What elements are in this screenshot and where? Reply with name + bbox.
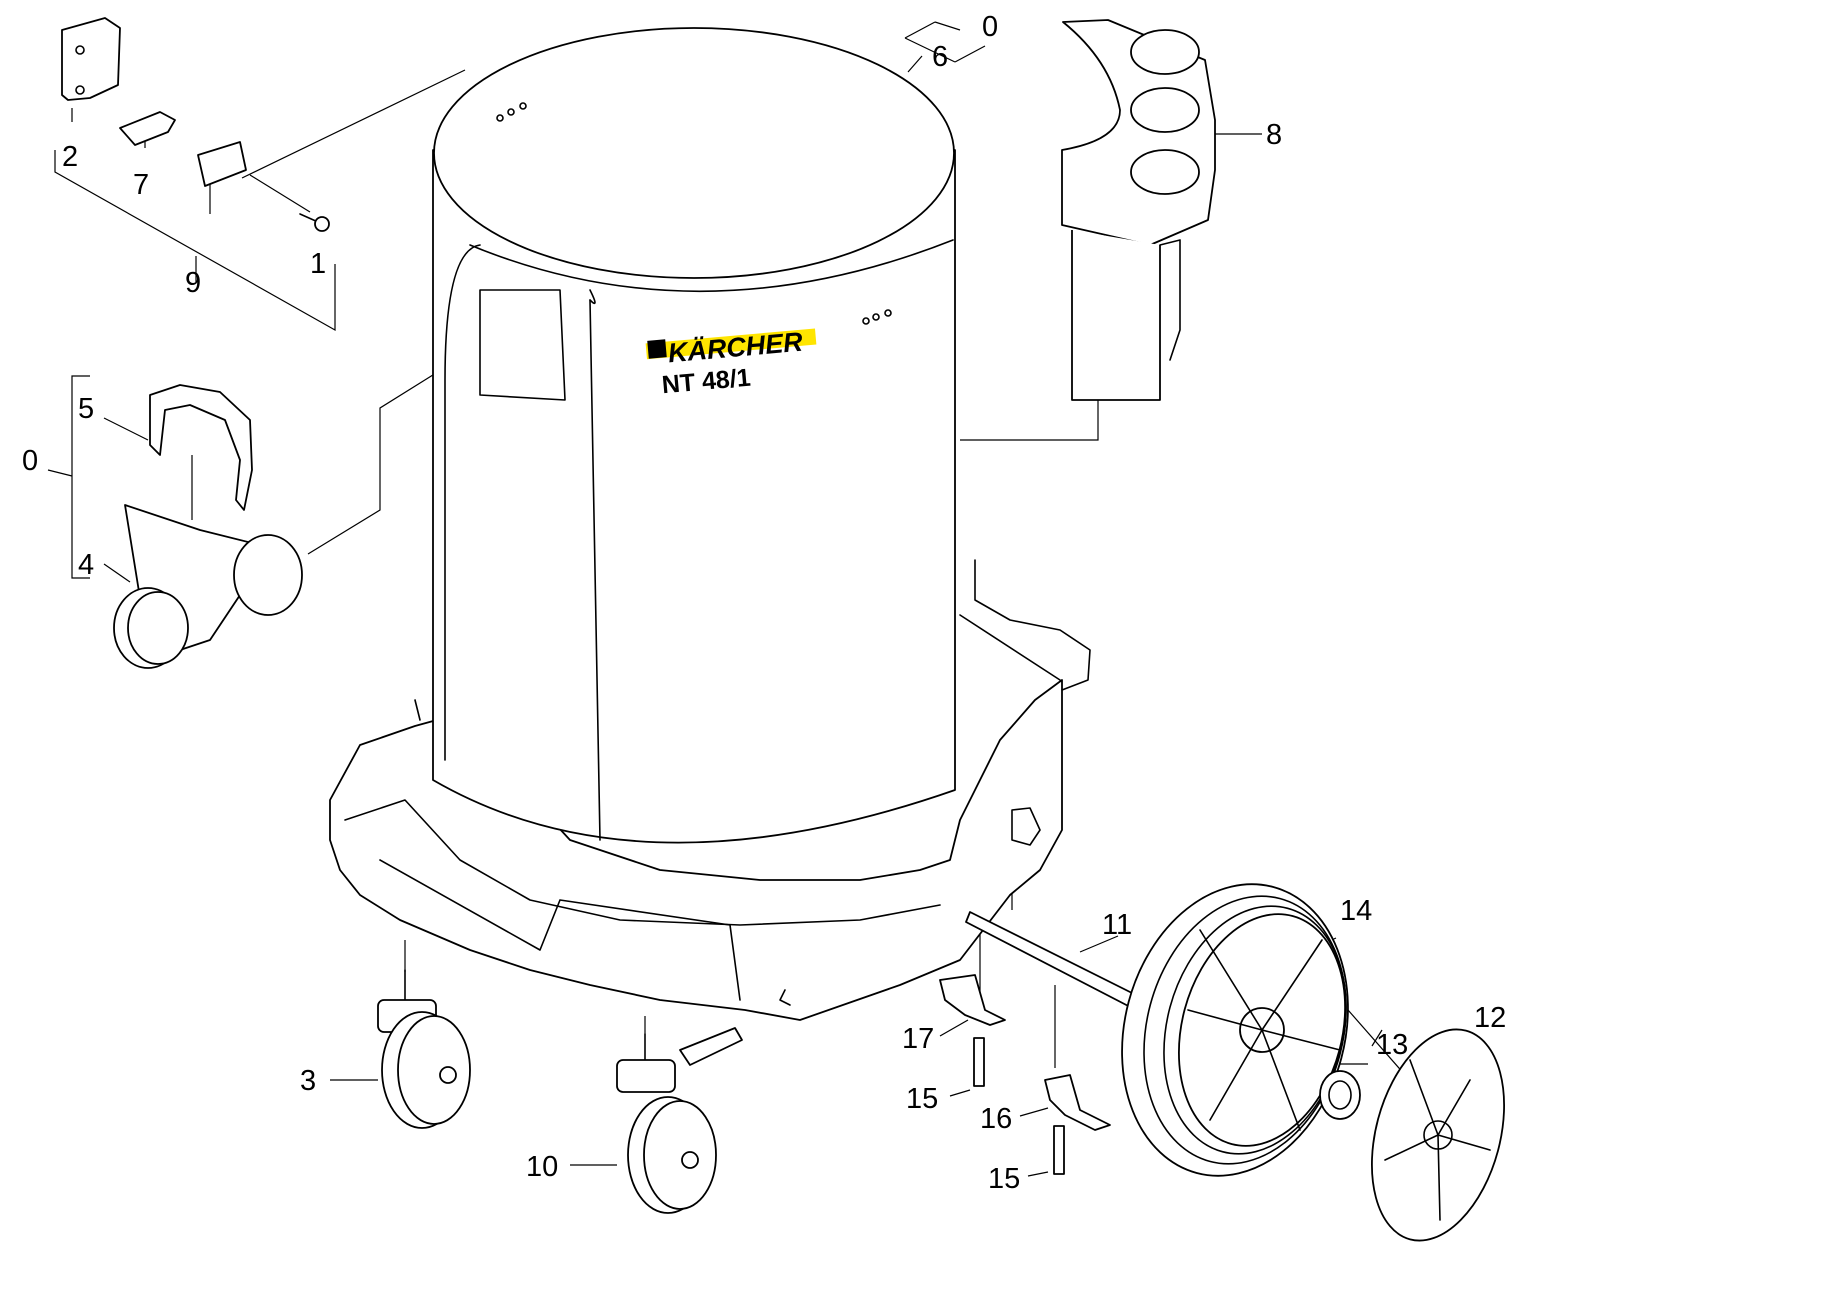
clip-assembly [61, 17, 330, 232]
label-part-13: 13 [1376, 1029, 1408, 1061]
bracket-part-16 [1044, 1074, 1111, 1131]
label-part-9: 9 [185, 267, 201, 299]
vacuum-body [329, 27, 1091, 1021]
label-part-14: 14 [1340, 895, 1372, 927]
brand-logo-mark [647, 339, 667, 359]
label-part-15a: 15 [906, 1083, 938, 1115]
axle-assembly [939, 911, 1146, 1175]
label-part-15b: 15 [988, 1163, 1020, 1195]
clip-part-2 [61, 17, 121, 101]
wheel-assembly [1121, 883, 1505, 1242]
inlet-assembly [113, 384, 303, 669]
label-part-3: 3 [300, 1065, 316, 1097]
label-part-17: 17 [902, 1023, 934, 1055]
label-part-2: 2 [62, 141, 78, 173]
label-part-12: 12 [1474, 1002, 1506, 1034]
label-part-10: 10 [526, 1151, 558, 1183]
plate-part [197, 141, 247, 187]
clamp-part-5 [149, 384, 253, 511]
label-part-7: 7 [133, 169, 149, 201]
bracket-part-17 [939, 974, 1006, 1026]
label-part-5: 5 [78, 393, 94, 425]
label-part-0-top: 0 [982, 11, 998, 43]
spacer-part-13 [1319, 1070, 1361, 1120]
label-part-8: 8 [1266, 119, 1282, 151]
label-part-0-left: 0 [22, 445, 38, 477]
tool-holder-part-8 [1061, 19, 1216, 401]
caster-part-10 [616, 1027, 743, 1214]
label-part-6: 6 [932, 41, 948, 73]
label-part-1: 1 [310, 248, 326, 280]
caster-part-3 [377, 969, 471, 1129]
screw-part-15a [973, 1037, 985, 1087]
label-part-11: 11 [1102, 909, 1132, 941]
screw-part-15b [1053, 1125, 1065, 1175]
brand-accent-stripe [645, 328, 817, 360]
part-labels: 0 6 8 2 7 1 9 5 0 4 11 14 12 13 17 15 16… [22, 11, 1506, 1195]
label-part-4: 4 [78, 549, 94, 581]
label-part-16: 16 [980, 1103, 1012, 1135]
latch-part-7 [119, 111, 176, 146]
